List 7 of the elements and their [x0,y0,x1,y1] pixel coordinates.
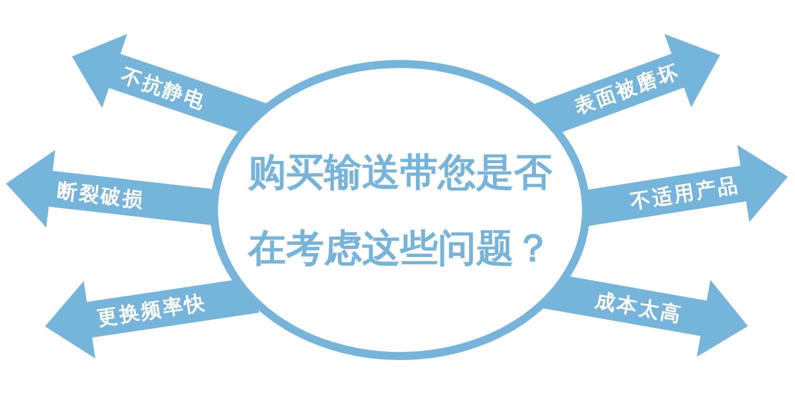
arrow-text: 不抗静电 [117,64,209,112]
question-text: 购买输送带您是否在考虑这些问题？ [246,149,553,272]
arrow-text: 表面被磨坏 [570,60,682,118]
arrow-text: 不适用产品 [628,174,741,212]
arrow-text: 成本太高 [592,288,684,324]
arrow-text: 更换频率快 [94,292,208,328]
arrow-text: 断裂破损 [55,180,146,210]
